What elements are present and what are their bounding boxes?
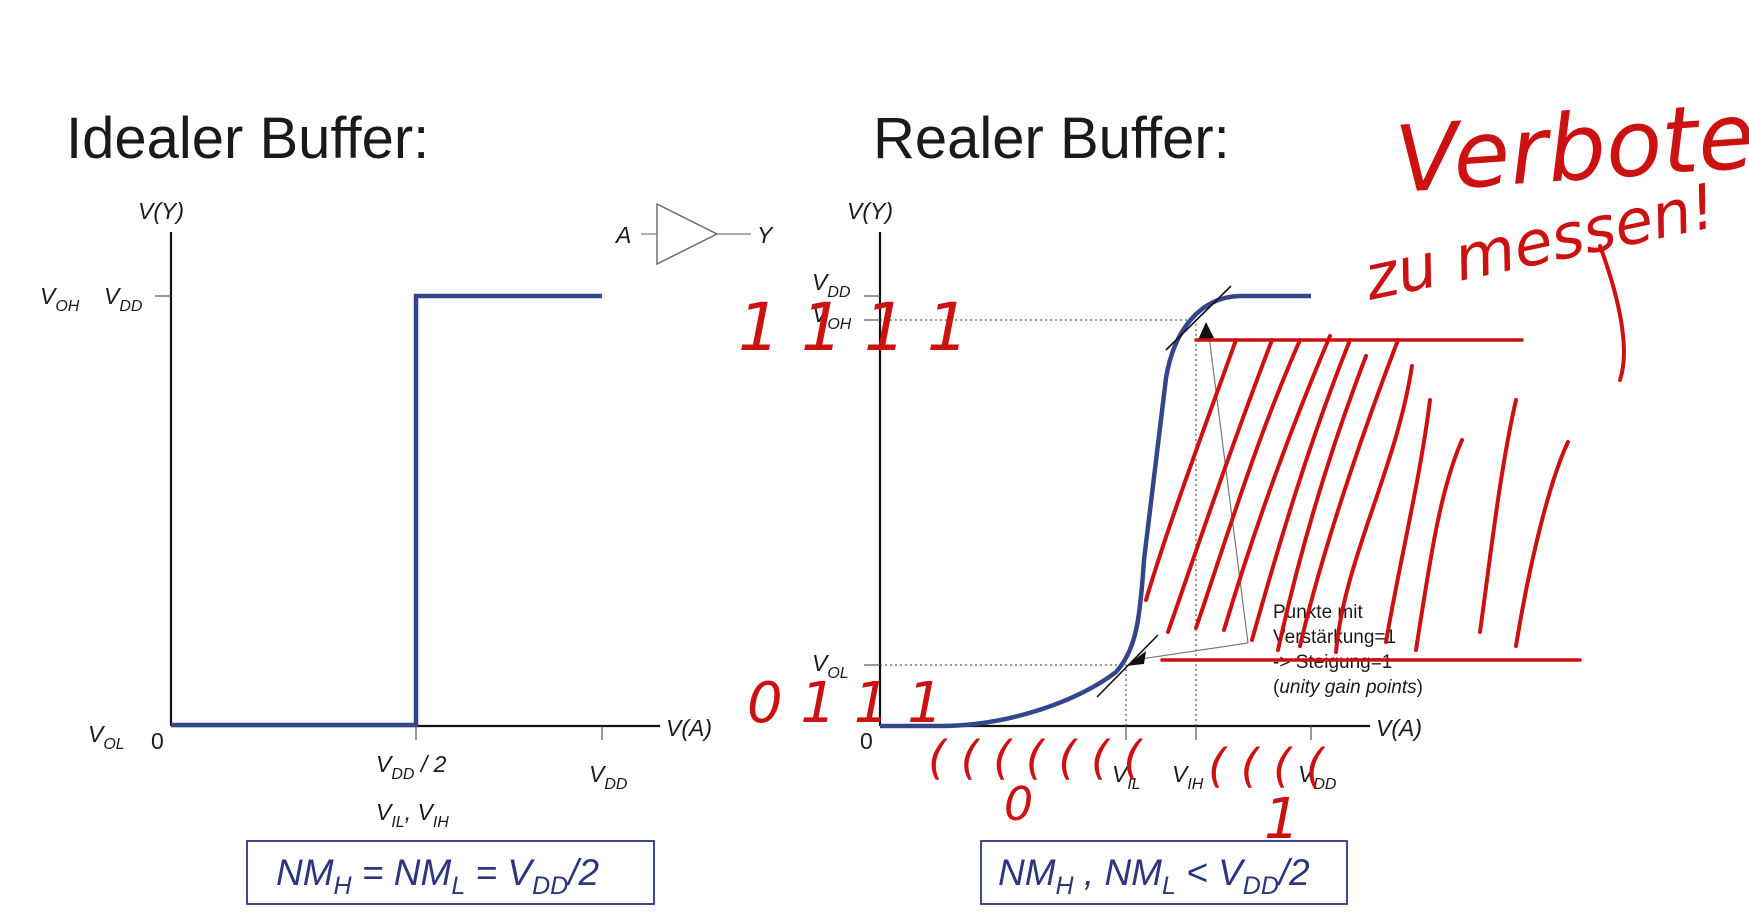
forbidden-note-bracket bbox=[1598, 244, 1626, 382]
real-vih-label: VIH bbox=[1172, 761, 1204, 793]
high-input-one: 1 bbox=[1264, 787, 1300, 852]
unity-gain-arrowhead-high bbox=[1198, 322, 1214, 340]
unity-gain-note-line2: Verstärkung=1 bbox=[1273, 627, 1396, 648]
real-vil-label: VIL bbox=[1112, 761, 1141, 793]
ideal-vdd-half-label: VDD / 2 bbox=[376, 751, 447, 783]
hatch-stroke bbox=[1514, 440, 1570, 648]
buffer-input-label: A bbox=[614, 222, 631, 248]
low-output-digits: 0 1 1 1 bbox=[747, 671, 943, 736]
ideal-x-axis-label: V(A) bbox=[666, 715, 712, 741]
real-x-axis-label: V(A) bbox=[1376, 715, 1422, 741]
hatch-stroke bbox=[1478, 398, 1518, 634]
hatch-stroke bbox=[1144, 338, 1238, 602]
hatch-stroke bbox=[1222, 334, 1332, 632]
hatch-stroke bbox=[1384, 398, 1432, 644]
ideal-vil-vih-label: VIL, VIH bbox=[376, 799, 449, 831]
hatch-stroke bbox=[1298, 338, 1400, 648]
ideal-noise-margin-formula: NMH = NML = VDD/2 bbox=[276, 852, 599, 900]
buffer-triangle-icon bbox=[656, 202, 719, 266]
hatch-stroke bbox=[1414, 438, 1464, 652]
real-vol-vil-guide bbox=[880, 664, 1127, 726]
ideal-vdd-x-label: VDD bbox=[589, 761, 628, 793]
real-vdd-y-label: VDD bbox=[812, 269, 851, 301]
hatch-stroke bbox=[1334, 364, 1414, 654]
high-input-strokes: ( ( ( ( bbox=[1208, 739, 1326, 793]
ideal-transfer-curve bbox=[171, 293, 602, 728]
buffer-output-label: Y bbox=[757, 222, 774, 248]
hatch-stroke bbox=[1166, 338, 1274, 634]
low-input-strokes: ( ( ( ( ( ( ( bbox=[928, 731, 1143, 785]
ideal-y-axis-label: V(Y) bbox=[138, 198, 184, 224]
ideal-vol-label: VOL bbox=[88, 721, 125, 753]
hatch-stroke bbox=[1276, 354, 1368, 652]
real-buffer-title: Realer Buffer: bbox=[873, 106, 1230, 171]
high-output-ones: 1 1 1 1 bbox=[738, 289, 969, 366]
unity-gain-pointer-lines bbox=[1140, 335, 1249, 660]
ideal-voh-label: VOH bbox=[40, 283, 80, 315]
real-voh-label: VOH bbox=[812, 301, 852, 333]
real-zero-label: 0 bbox=[860, 728, 873, 754]
buffer-symbol: A Y bbox=[614, 202, 774, 266]
real-noise-margin-formula: NMH , NML < VDD/2 bbox=[998, 852, 1310, 900]
real-y-axis-label: V(Y) bbox=[847, 198, 893, 224]
real-noise-margin-box bbox=[980, 840, 1348, 905]
hatch-stroke bbox=[1194, 338, 1302, 630]
unity-gain-arrowhead-low bbox=[1126, 651, 1146, 666]
low-unity-gain-tangent bbox=[1096, 634, 1159, 698]
handwritten-annotations: Verboten zu messen! 1 1 1 1 0 1 1 1 ( ( … bbox=[738, 78, 1749, 852]
ideal-buffer-title: Idealer Buffer: bbox=[66, 106, 429, 171]
real-transfer-curve bbox=[880, 293, 1311, 729]
forbidden-region-hatching bbox=[1144, 334, 1570, 654]
ideal-vdd-y-label: VDD bbox=[104, 283, 143, 315]
real-vdd-x-label: VDD bbox=[1298, 761, 1337, 793]
unity-gain-note-line3: -> Steigung=1 bbox=[1273, 652, 1392, 673]
hatch-stroke bbox=[1250, 338, 1352, 642]
ideal-buffer-panel: Idealer Buffer: V(Y) V(A) VOH VDD VOL 0 … bbox=[40, 106, 712, 905]
high-unity-gain-tangent bbox=[1165, 285, 1232, 351]
real-buffer-panel: Realer Buffer: Punkte mit Verstärkung=1 … bbox=[812, 106, 1423, 905]
ideal-zero-label: 0 bbox=[151, 728, 164, 754]
low-input-zero: 0 bbox=[1004, 777, 1033, 831]
unity-gain-note-line4: (unity gain points) bbox=[1273, 677, 1423, 698]
real-vol-label: VOL bbox=[812, 650, 849, 682]
ideal-noise-margin-box bbox=[246, 840, 655, 905]
